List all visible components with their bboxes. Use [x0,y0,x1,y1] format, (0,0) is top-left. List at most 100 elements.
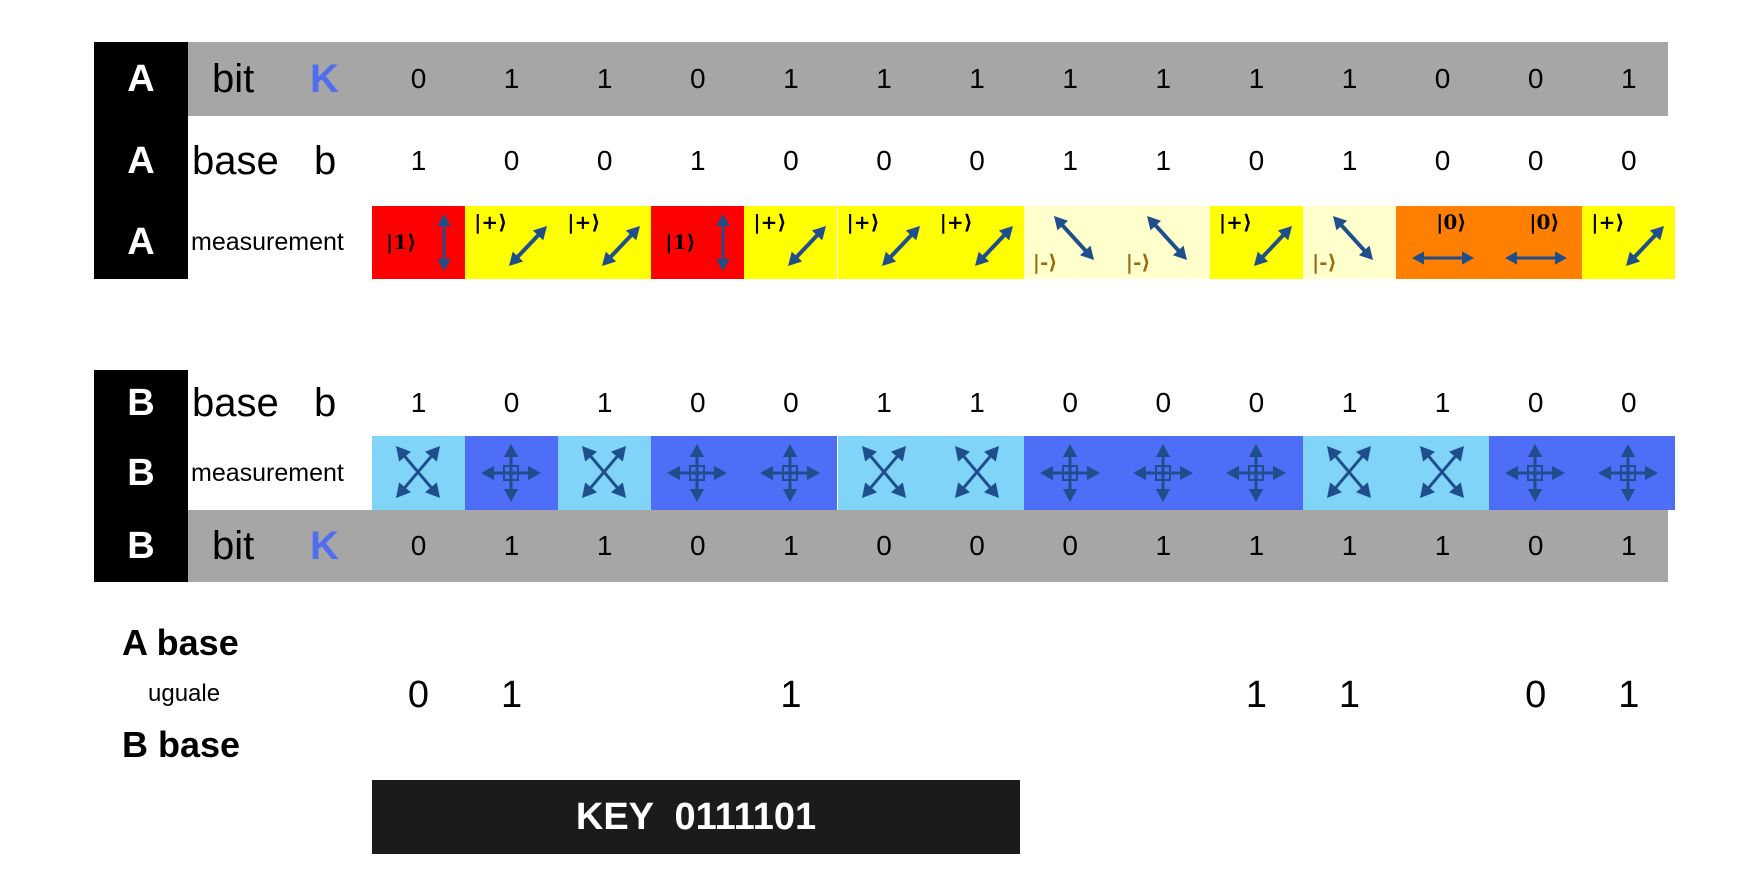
bob-base-value: 1 [969,387,985,418]
bob-base-value: 0 [1248,387,1265,418]
diag-up-arrow-icon [602,226,641,266]
ket-label: |+⟩ [1591,210,1625,234]
alice-measurement-cell: |1⟩ [651,206,745,279]
bob-bit-value: 1 [1155,530,1172,561]
bob-bit-value: 1 [1341,530,1358,561]
bob-measurement-cell [651,436,745,510]
bob-measurement-cell [1582,436,1676,510]
bob-base-value: 1 [1434,387,1451,418]
ket-label: |-⟩ [1312,250,1337,274]
bob-measurement-cell [1209,436,1303,510]
alice-base-value: 1 [1341,145,1358,176]
vertical-arrow-icon [716,214,730,271]
alice-measurement-cell: |0⟩ [1396,206,1490,279]
bob-measurement-cell [1396,436,1490,510]
bob-base-value: 1 [876,387,892,418]
bob-bit-value: 1 [596,530,613,561]
matching-bit: 0 [407,673,430,716]
alice-bit-value: 1 [503,63,520,94]
bob-bit-value: 0 [969,530,985,561]
alice-base-value: 0 [1248,145,1265,176]
alice-bit-value: 1 [783,63,799,94]
alice-base-value: 0 [969,145,985,176]
bob-tag-bit: B [94,510,188,582]
alice-measurement-cell: |+⟩ [1582,206,1676,279]
alice-measurement-label: measurement [191,228,344,256]
alice-base-symbol: b [314,138,337,183]
alice-bit-value: 1 [1341,63,1358,94]
bob-bit-value: 0 [1527,530,1544,561]
ket-label: |+⟩ [753,210,787,234]
alice-bit-value: 1 [1155,63,1172,94]
plus-cross-icon [1225,444,1286,502]
diagonal-cross-icon [1420,446,1465,498]
bob-measurement-cell [1116,436,1210,510]
bob-bit-value: 0 [690,530,706,561]
diagonal-cross-icon [582,446,627,498]
alice-bit-value: 1 [876,63,892,94]
bob-tag-base: B [94,370,188,436]
matching-bit [1396,670,1489,720]
bob-bit-value: 0 [1062,530,1078,561]
matching-bit: 1 [501,673,523,716]
ket-label: |+⟩ [846,210,880,234]
bob-measurement-label: measurement [191,458,344,487]
plus-cross-icon [1039,444,1100,502]
plus-cross-icon [1598,444,1659,502]
ket-label: |+⟩ [1218,210,1253,234]
alice-bit-value: 1 [1248,63,1265,94]
ket-label: |1⟩ [386,230,417,254]
diag-down-arrow-icon [1333,216,1373,260]
alice-measurement-cell: |-⟩ [1023,206,1117,279]
bob-measurement-cell [1489,436,1583,510]
alice-bit-symbol: K [310,56,339,101]
alice-base-value: 0 [1621,145,1637,176]
matching-bit [838,670,931,720]
bob-base-value: 0 [783,387,799,418]
alice-measurement-cell: |+⟩ [930,206,1024,279]
diag-up-arrow-icon [881,226,920,266]
ket-label: |1⟩ [665,230,696,254]
ket-label: |0⟩ [1529,210,1560,234]
ket-label: |+⟩ [474,210,508,234]
diag-up-arrow-icon [974,226,1013,266]
bob-measurement-cell [465,436,559,510]
alice-bit-label: bit [212,56,255,101]
alice-measurement-cell: |0⟩ [1489,206,1583,279]
comparison-bob-base: B base [122,724,241,765]
horizontal-arrow-icon [1505,251,1568,265]
plus-cross-icon [481,444,542,502]
diagonal-cross-icon [1327,446,1371,498]
alice-tag-bit: A [94,42,188,116]
bob-base-value: 0 [1155,387,1172,418]
alice-bit-value: 1 [969,63,985,94]
bob-tag-measurement: B [94,436,188,510]
bob-bit-band [188,510,1668,582]
alice-base-label: base [192,138,279,183]
plus-cross-icon [1132,444,1193,502]
bob-base-value: 0 [503,387,520,418]
bob-base-value: 0 [1527,387,1544,418]
horizontal-arrow-icon [1412,251,1475,265]
alice-base-value: 1 [410,145,427,176]
bob-bit-value: 1 [783,530,799,561]
bob-bit-value: 1 [1248,530,1265,561]
diag-up-arrow-icon [788,226,827,266]
plus-cross-icon [760,444,821,502]
alice-base-value: 0 [876,145,892,176]
alice-measurement-cell: |+⟩ [465,206,559,279]
alice-measurement-cell: |+⟩ [1209,206,1303,279]
bob-bit-label: bit [212,523,255,568]
bob-measurement-cell [372,436,465,510]
comparison-alice-base: A base [122,622,239,663]
alice-bit-value: 1 [596,63,613,94]
ket-label: |-⟩ [1032,250,1058,274]
matching-bit: 0 [1525,673,1547,716]
diagonal-cross-icon [954,446,999,498]
bob-base-value: 1 [596,387,613,418]
alice-measurement-cell: |1⟩ [372,206,465,279]
alice-base-value: 1 [690,145,706,176]
plus-cross-icon [1505,444,1566,502]
bob-measurement-cell [1023,436,1117,510]
